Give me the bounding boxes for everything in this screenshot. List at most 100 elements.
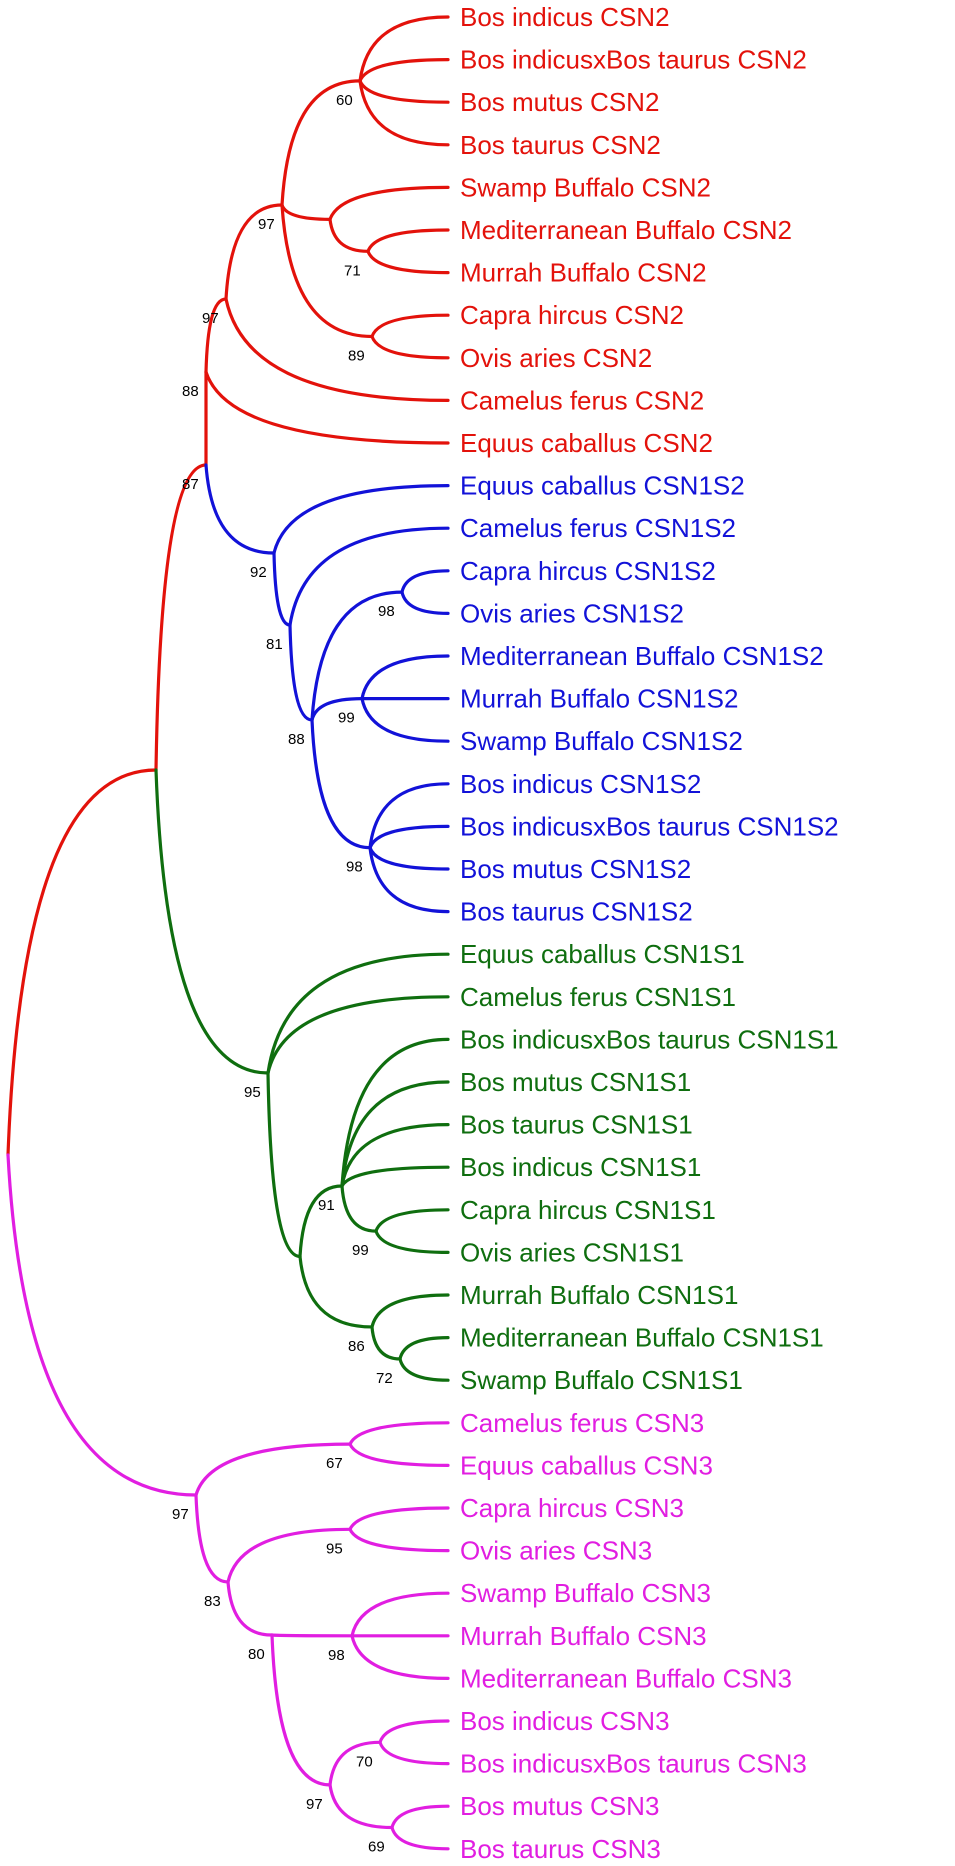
bootstrap-value: 83: [204, 1593, 221, 1610]
leaf-label: Equus caballus CSN3: [460, 1450, 713, 1480]
tree-branch: [298, 1254, 374, 1329]
leaf-label: Capra hircus CSN1S1: [460, 1195, 716, 1225]
tree-branch: [272, 551, 292, 627]
tree-branch: [368, 782, 450, 850]
leaf-label: Swamp Buffalo CSN3: [460, 1578, 711, 1608]
tree-branch: [368, 846, 450, 871]
leaf-label: Mediterranean Buffalo CSN2: [460, 215, 792, 245]
tree-branch: [6, 1153, 198, 1497]
bootstrap-value: 91: [318, 1197, 335, 1214]
tree-branch: [288, 526, 450, 627]
bootstrap-value: 69: [368, 1839, 385, 1856]
tree-branch: [398, 1336, 450, 1361]
leaf-label: Bos mutus CSN3: [460, 1791, 659, 1821]
leaf-label: Bos mutus CSN2: [460, 87, 659, 117]
tree-branch: [280, 203, 332, 221]
tree-branch: [280, 203, 374, 339]
bootstrap-value: 95: [326, 1540, 343, 1557]
tree-branch: [348, 1442, 450, 1467]
tree-branch: [358, 79, 450, 147]
leaf-label: Mediterranean Buffalo CSN1S1: [460, 1323, 824, 1353]
tree-branch: [340, 1184, 378, 1233]
tree-branch: [348, 1506, 450, 1531]
leaf-label: Swamp Buffalo CSN1S1: [460, 1365, 743, 1395]
tree-branch: [270, 1633, 332, 1787]
bootstrap-value: 87: [182, 476, 199, 493]
leaf-label: Bos indicus CSN1S2: [460, 769, 701, 799]
tree-branch: [400, 569, 450, 594]
tree-branch: [340, 1080, 450, 1188]
tree-branch: [310, 718, 372, 850]
tree-branch: [368, 824, 450, 850]
tree-branch: [266, 1071, 302, 1259]
tree-branch: [266, 952, 450, 1075]
tree-branch: [378, 1740, 450, 1766]
leaf-label: Murrah Buffalo CSN3: [460, 1621, 707, 1651]
tree-branch: [390, 1825, 450, 1851]
tree-branches: [6, 15, 450, 1851]
bootstrap-value: 60: [336, 92, 353, 109]
leaf-label: Equus caballus CSN1S1: [460, 939, 745, 969]
leaf-label: Murrah Buffalo CSN1S1: [460, 1280, 738, 1310]
tree-branch: [298, 1184, 344, 1259]
leaf-label: Bos indicusxBos taurus CSN1S1: [460, 1024, 839, 1054]
tree-branch: [370, 334, 450, 360]
tree-branch: [360, 654, 450, 701]
tree-branch: [194, 1493, 230, 1584]
tree-branch: [368, 846, 450, 914]
leaf-label: Bos taurus CSN1S2: [460, 897, 693, 927]
bootstrap-value: 81: [266, 636, 283, 653]
bootstrap-value: 89: [348, 348, 365, 365]
bootstrap-value: 72: [376, 1370, 393, 1387]
leaf-label: Bos indicusxBos taurus CSN1S2: [460, 811, 839, 841]
leaf-label: Camelus ferus CSN1S2: [460, 513, 736, 543]
tree-branch: [366, 228, 450, 253]
leaf-label: Bos mutus CSN1S1: [460, 1067, 691, 1097]
leaf-label: Ovis aries CSN1S2: [460, 598, 684, 628]
leaf-label: Ovis aries CSN3: [460, 1536, 652, 1566]
leaf-label: Camelus ferus CSN3: [460, 1408, 704, 1438]
tree-branch: [270, 1633, 354, 1638]
tree-branch: [350, 1634, 450, 1680]
tree-branch: [310, 590, 404, 722]
bootstrap-value: 88: [182, 383, 199, 400]
leaf-label: Bos taurus CSN1S1: [460, 1110, 693, 1140]
bootstrap-value: 97: [202, 310, 219, 327]
tree-branch: [350, 1591, 450, 1638]
tree-branch: [370, 1325, 402, 1361]
tree-branch: [400, 590, 450, 615]
tree-branch: [328, 185, 450, 221]
leaf-label: Bos taurus CSN2: [460, 130, 661, 160]
bootstrap-value: 97: [306, 1796, 323, 1813]
leaf-label: Bos taurus CSN3: [460, 1834, 661, 1864]
tree-branch: [360, 697, 450, 743]
bootstrap-value: 86: [348, 1338, 365, 1355]
tree-branch: [288, 623, 314, 722]
bootstrap-value: 92: [250, 564, 267, 581]
tree-branch: [358, 15, 450, 83]
leaf-label: Capra hircus CSN1S2: [460, 556, 716, 586]
tree-branch: [154, 768, 270, 1075]
tree-branch: [310, 697, 364, 722]
tree-branch: [358, 58, 450, 83]
tree-branch: [224, 297, 450, 402]
tree-branch: [328, 217, 370, 253]
bootstrap-value: 70: [356, 1753, 373, 1770]
tree-branch: [6, 768, 158, 1157]
leaf-label: Bos indicus CSN1S1: [460, 1152, 701, 1182]
tree-branch: [374, 1208, 450, 1233]
tree-branch: [358, 79, 450, 104]
tree-branch: [340, 1123, 450, 1188]
tree-branch: [204, 297, 228, 374]
leaf-label: Mediterranean Buffalo CSN3: [460, 1663, 792, 1693]
bootstrap-value: 80: [248, 1646, 265, 1663]
bootstrap-values: 8788979760718992818898999895919986729767…: [172, 92, 395, 1856]
bootstrap-value: 99: [338, 710, 355, 727]
tree-branch: [224, 203, 284, 301]
bootstrap-value: 67: [326, 1455, 343, 1472]
leaf-label: Camelus ferus CSN1S1: [460, 982, 736, 1012]
tree-branch: [370, 1293, 450, 1329]
tree-branch: [340, 1165, 450, 1188]
bootstrap-value: 98: [346, 859, 363, 876]
